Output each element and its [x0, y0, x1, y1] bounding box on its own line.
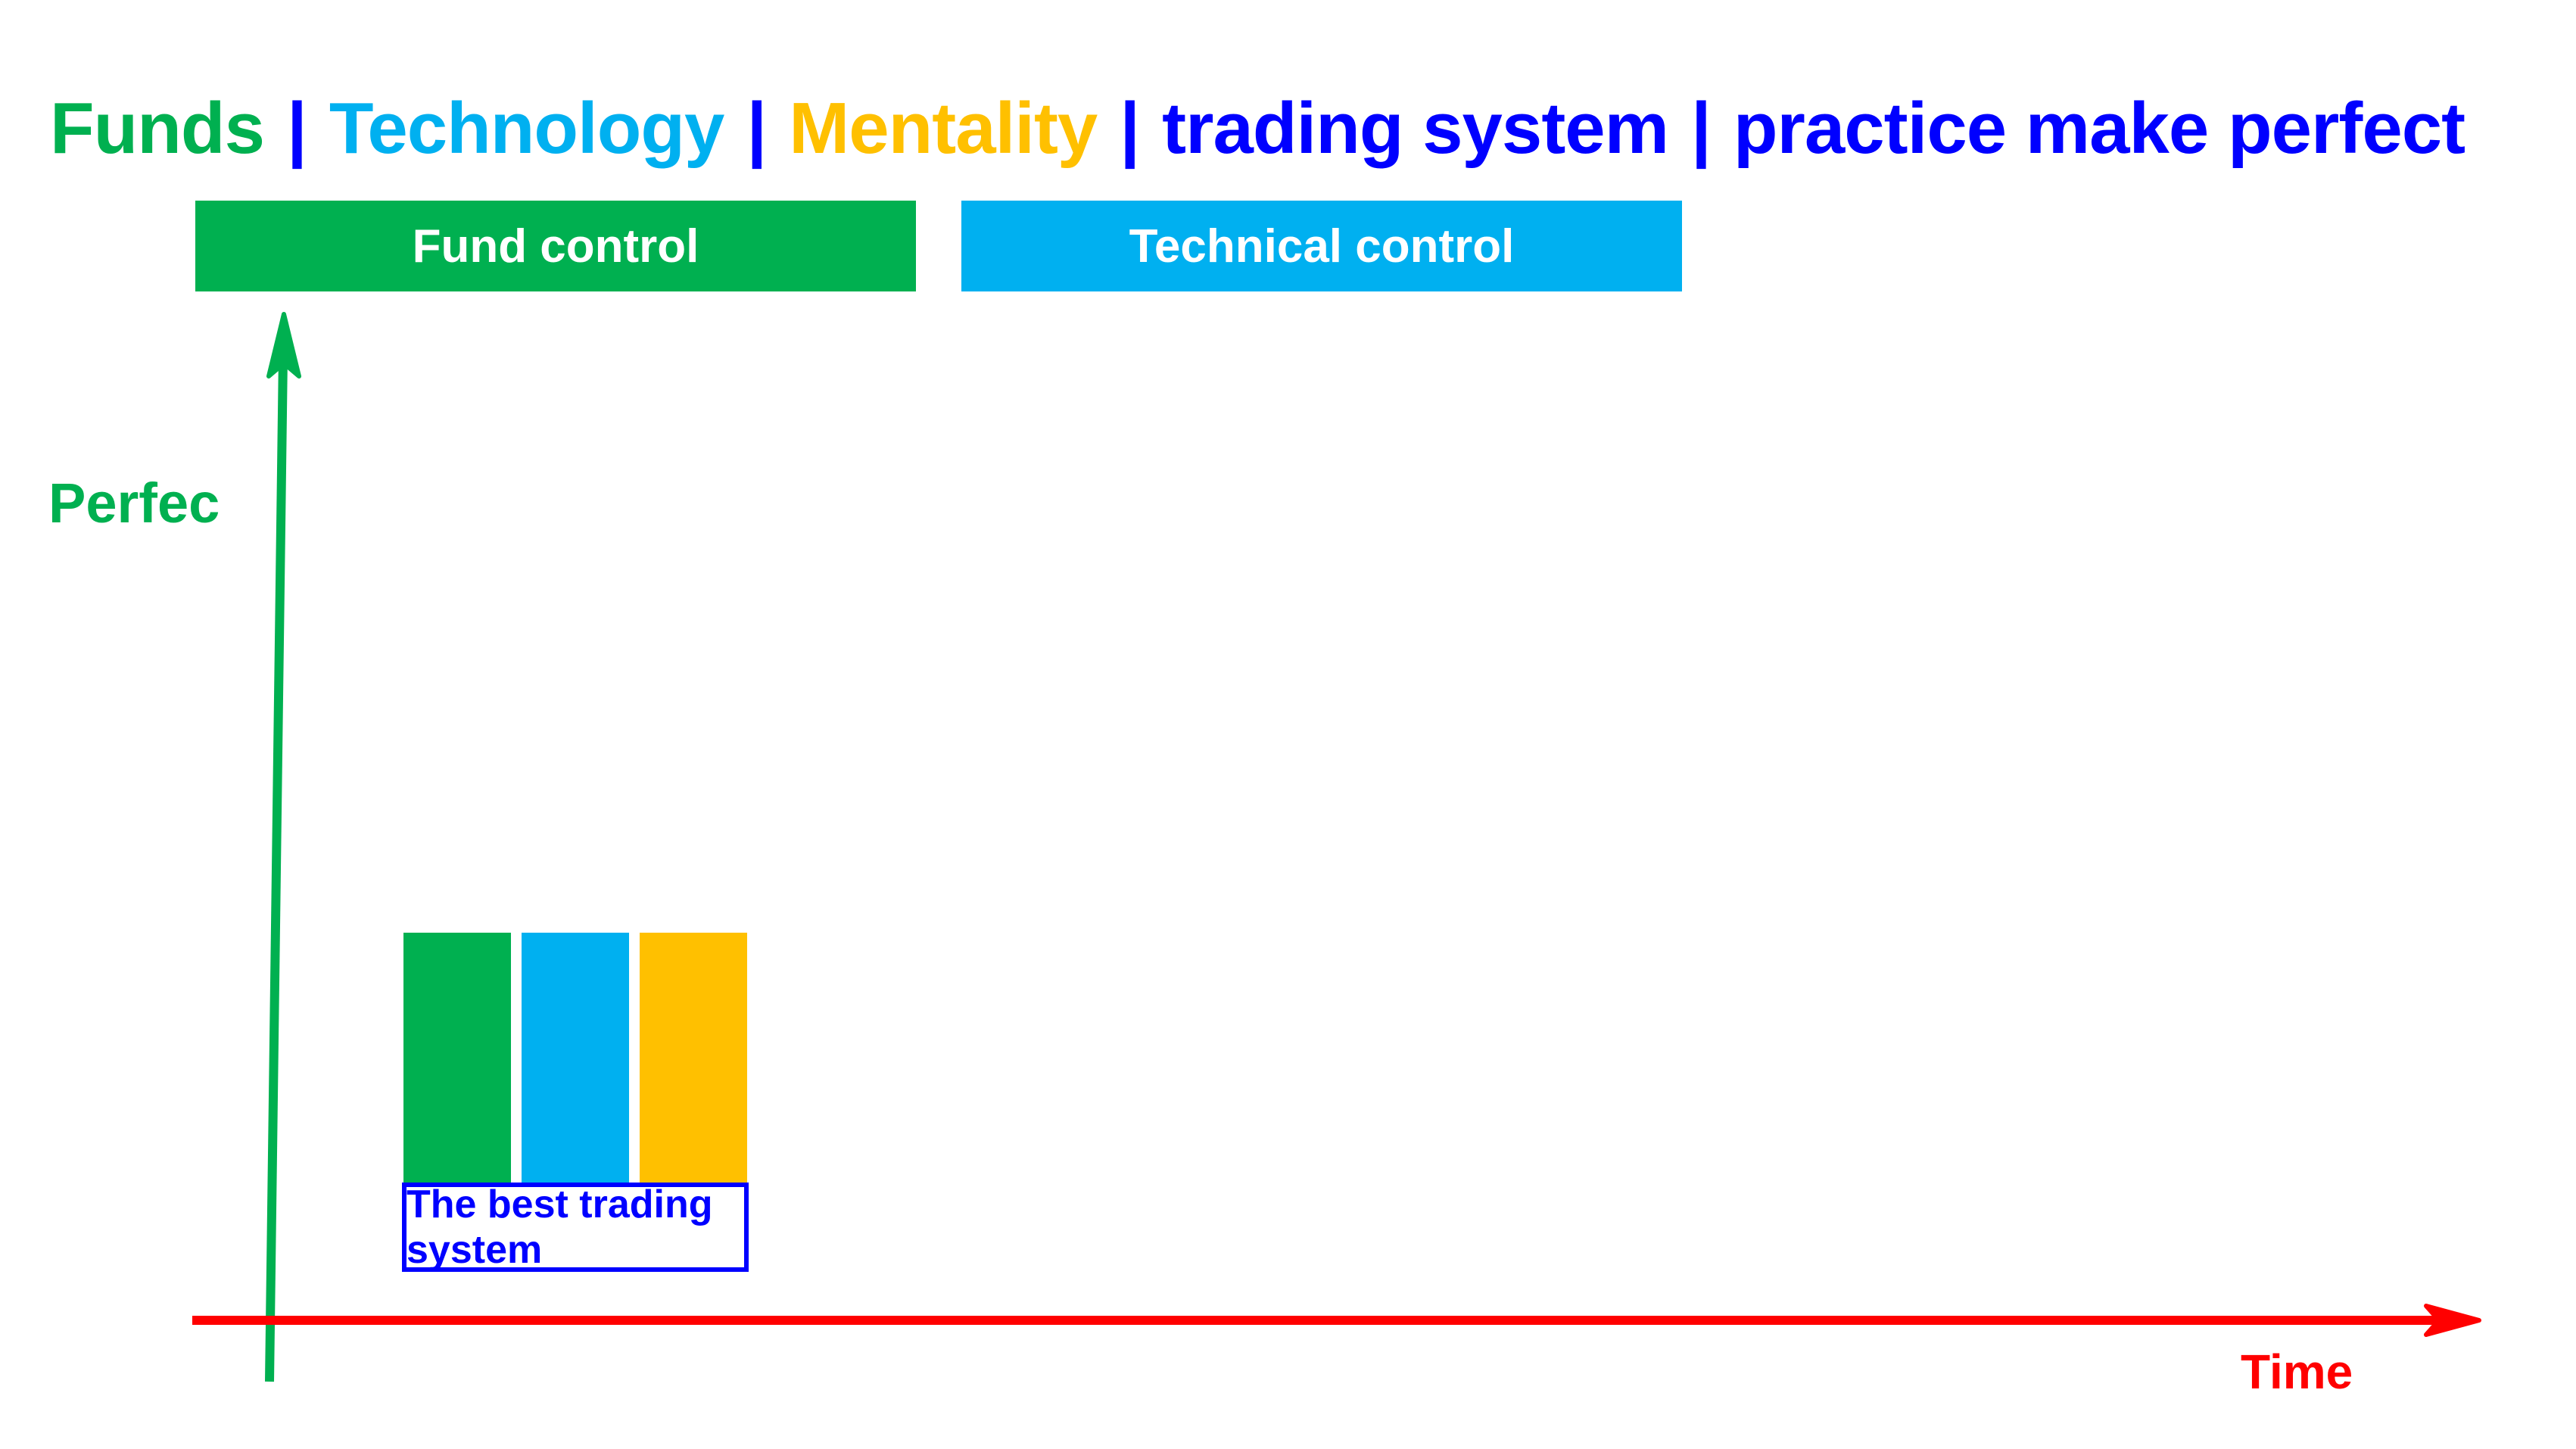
- title-separator: |: [746, 88, 767, 169]
- funds-bar: [403, 933, 511, 1183]
- best-trading-system-label: The best trading system: [406, 1183, 713, 1272]
- title-separator: |: [286, 88, 307, 169]
- technology-bar: [522, 933, 629, 1183]
- best-trading-system-box: The best trading system: [402, 1183, 749, 1272]
- title-separator: |: [1120, 88, 1140, 169]
- title-trading-system: trading system: [1162, 88, 1669, 169]
- fund-control-box: Fund control: [195, 201, 916, 291]
- technical-control-box: Technical control: [961, 201, 1682, 291]
- y-axis-label: Perfec: [48, 472, 220, 534]
- y-axis-arrow-icon: [265, 312, 301, 1382]
- x-axis-label: Time: [2241, 1345, 2353, 1399]
- title-mentality: Mentality: [789, 88, 1098, 169]
- x-axis-arrow-icon: [192, 1304, 2481, 1337]
- title-funds: Funds: [50, 88, 265, 169]
- mentality-bar: [640, 933, 747, 1183]
- title-practice: practice make perfect: [1733, 88, 2465, 169]
- technical-control-label: Technical control: [1129, 220, 1515, 273]
- title-technology: Technology: [329, 88, 725, 169]
- title-separator: |: [1691, 88, 1712, 169]
- fund-control-label: Fund control: [412, 220, 699, 273]
- page-title: Funds | Technology | Mentality | trading…: [50, 76, 2465, 182]
